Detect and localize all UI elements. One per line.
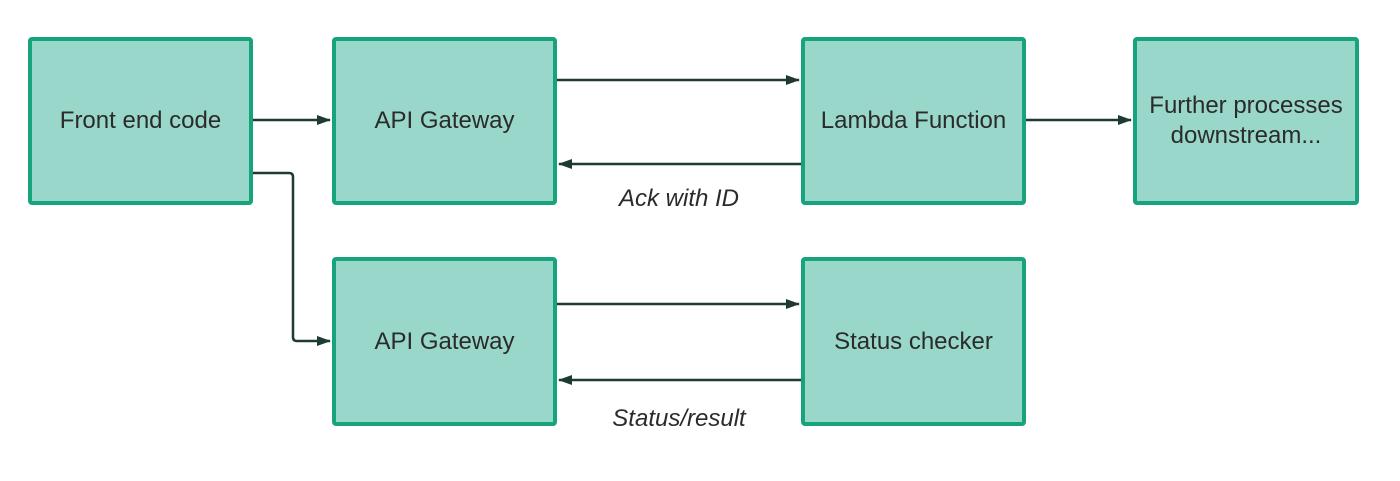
node-front-end-code: Front end code: [28, 37, 253, 205]
node-api-gateway-top: API Gateway: [332, 37, 557, 205]
node-further-processes: Further processes downstream...: [1133, 37, 1359, 205]
node-label: Lambda Function: [820, 107, 1007, 134]
node-lambda-function: Lambda Function: [801, 37, 1026, 205]
node-label: Status checker: [834, 327, 993, 355]
node-label-line-1: Further processes: [1149, 92, 1343, 119]
node-label: API Gateway: [374, 107, 515, 134]
node-label: Front end code: [59, 107, 222, 134]
arrow-frontend-to-gateway-bottom: [253, 171, 331, 346]
node-label-line-2: downstream...: [1170, 122, 1322, 149]
edge-label-ack-with-id: Ack with ID: [618, 185, 740, 212]
edge-label-status-result: Status/result: [612, 405, 746, 432]
node-api-gateway-bottom: API Gateway: [332, 257, 557, 426]
node-label: API Gateway: [374, 327, 515, 355]
node-status-checker: Status checker: [801, 257, 1026, 426]
